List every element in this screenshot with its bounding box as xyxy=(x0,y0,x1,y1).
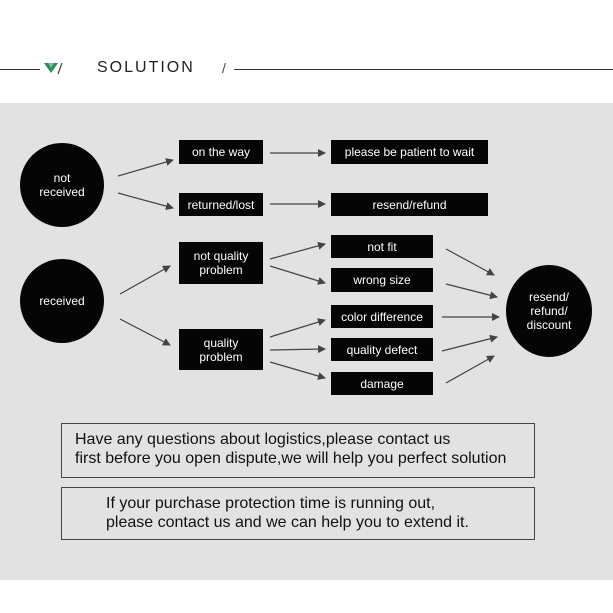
arrow-not-quality-not-fit xyxy=(269,241,326,260)
arrow-quality-color xyxy=(269,318,326,338)
node-not-fit: not fit xyxy=(331,235,433,258)
node-damage: damage xyxy=(331,372,433,395)
node-resend-refund: resend/refund xyxy=(331,193,488,216)
arrow-not-received-on-the-way xyxy=(117,158,174,177)
node-color-difference: color difference xyxy=(331,305,433,328)
node-received: received xyxy=(20,259,104,343)
note-logistics: Have any questions about logistics,pleas… xyxy=(61,423,535,478)
arrow-quality-defect xyxy=(269,345,326,354)
arrow-not-quality-wrong-size xyxy=(269,265,326,285)
arrow-damage-resend xyxy=(445,355,495,384)
arrow-wrong-size-resend xyxy=(445,283,498,300)
arrow-not-fit-resend xyxy=(445,248,495,276)
node-on-the-way: on the way xyxy=(179,140,263,164)
node-not-received: not received xyxy=(20,143,104,227)
node-please-wait: please be patient to wait xyxy=(331,140,488,164)
section-title: SOLUTION xyxy=(97,59,195,76)
arrow-defect-resend xyxy=(441,334,498,352)
arrow-received-quality xyxy=(119,318,171,346)
node-quality-defect: quality defect xyxy=(331,338,433,361)
node-returned-lost: returned/lost xyxy=(179,193,263,216)
node-not-quality-problem: not quality problem xyxy=(179,242,263,284)
arrow-quality-damage xyxy=(269,361,326,380)
arrow-received-not-quality xyxy=(119,265,171,295)
brand-logo-icon xyxy=(44,62,63,75)
header-slash: / xyxy=(222,60,226,76)
node-wrong-size: wrong size xyxy=(331,268,433,292)
node-resend-refund-discount: resend/ refund/ discount xyxy=(506,265,592,357)
arrow-not-received-returned xyxy=(117,192,174,211)
note-protection: If your purchase protection time is runn… xyxy=(61,487,535,540)
node-quality-problem: quality problem xyxy=(179,329,263,370)
header-rule-right xyxy=(234,69,613,70)
header-rule-left xyxy=(0,69,40,70)
